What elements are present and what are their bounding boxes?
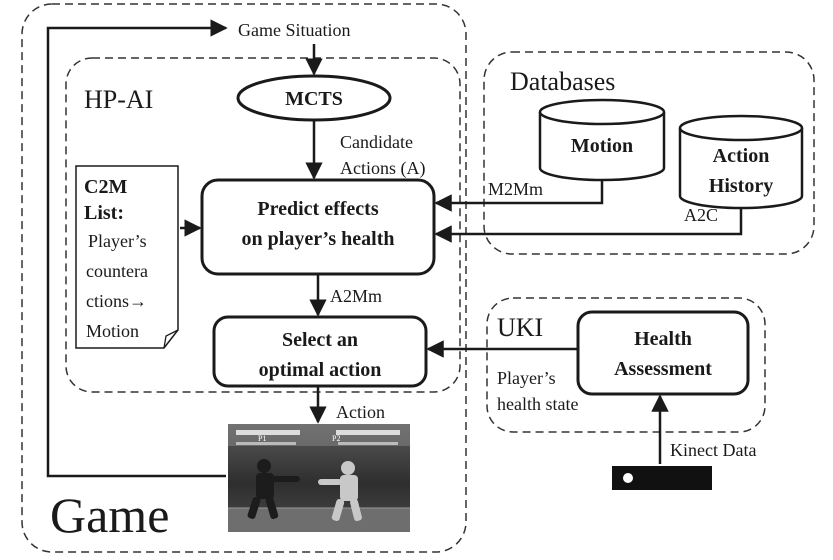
health-state-label-1: Player’s [497, 368, 556, 388]
databases-region-label: Databases [510, 67, 615, 96]
c2m-line-3: ctions→ [86, 291, 147, 311]
action-label: Action [336, 402, 385, 422]
select-action-node [212, 315, 428, 388]
game-situation-label: Game Situation [238, 20, 350, 40]
p2-label: P2 [332, 434, 340, 443]
history-label-2: History [709, 175, 773, 197]
hpai-region-label: HP-AI [84, 85, 153, 114]
health-assessment-node [576, 310, 750, 396]
health-state-label-2: health state [497, 394, 578, 414]
kinect-sensor-icon [612, 466, 712, 490]
kinect-data-label: Kinect Data [670, 440, 756, 460]
fighter-2 [318, 461, 362, 522]
game-region [21, 3, 467, 553]
action-history-database: Action History [678, 114, 804, 210]
arrow-motion-to-predict [434, 181, 604, 212]
c2m-list-document [75, 165, 179, 349]
c2m-line-2: countera [86, 261, 148, 281]
c2m-title-1: C2M [84, 176, 127, 198]
health-label-1: Health [634, 328, 692, 350]
motion-database: Motion [538, 98, 666, 182]
hpai-region [65, 57, 461, 393]
fighter-1 [247, 459, 300, 519]
select-label-2: optimal action [259, 359, 382, 381]
p1-label: P1 [258, 434, 266, 443]
predict-effects-node [200, 178, 436, 276]
game-screenshot: P1 P2 [228, 424, 410, 532]
history-label-1: Action [713, 145, 770, 167]
select-label-1: Select an [282, 329, 358, 351]
c2m-title-2: List: [84, 202, 124, 224]
candidate-label-2: Actions (A) [340, 158, 425, 179]
c2m-line-1: Player’s [88, 231, 147, 251]
c2m-line-4: Motion [86, 321, 139, 341]
a2c-label: A2C [684, 205, 718, 225]
candidate-label-1: Candidate [340, 132, 413, 152]
uki-region [486, 297, 766, 433]
databases-region [483, 51, 815, 255]
a2mm-label: A2Mm [330, 286, 382, 306]
uki-region-label: UKI [497, 313, 543, 342]
health-label-2: Assessment [614, 358, 712, 380]
arrow-game-feedback-loop [46, 19, 228, 478]
motion-db-label: Motion [571, 135, 633, 157]
arrow-history-to-predict [434, 209, 743, 243]
predict-label-1: Predict effects [257, 198, 378, 220]
predict-label-2: on player’s health [242, 228, 395, 250]
m2mm-label: M2Mm [488, 179, 543, 199]
mcts-label: MCTS [285, 88, 343, 110]
c2m-fold-corner [163, 329, 179, 349]
game-region-label: Game [50, 487, 169, 543]
